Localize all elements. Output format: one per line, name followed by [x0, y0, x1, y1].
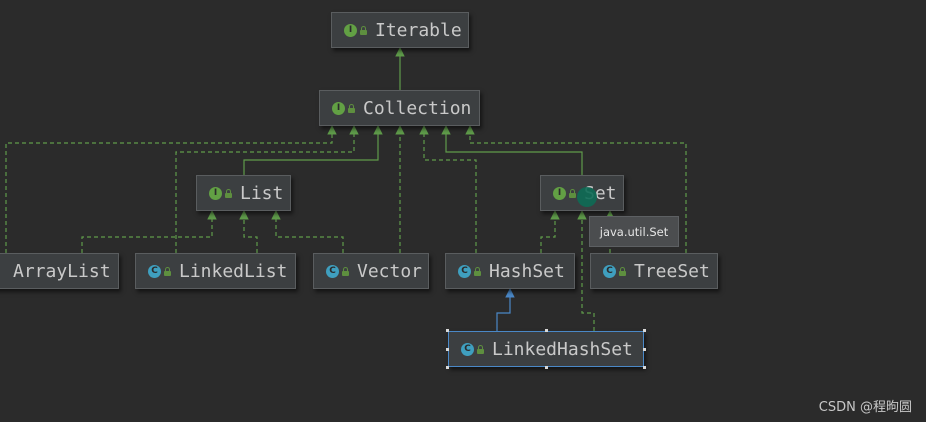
lock-icon: [360, 25, 367, 35]
node-label: Iterable: [375, 19, 462, 41]
node-hashset[interactable]: C HashSet: [445, 253, 575, 289]
node-label: LinkedHashSet: [492, 338, 633, 360]
edge-treeset-to-collection: [465, 125, 687, 253]
lock-icon: [342, 266, 349, 276]
interface-icon: I: [344, 23, 357, 37]
tooltip: java.util.Set: [589, 216, 679, 247]
node-treeset[interactable]: C TreeSet: [590, 253, 718, 289]
edge-list-to-collection: [243, 125, 383, 175]
interface-icon: I: [332, 101, 345, 115]
class-icon: C: [326, 264, 339, 278]
selection-handle[interactable]: [643, 366, 646, 369]
edge-linkedhashset-to-hashset: [496, 288, 515, 331]
edge-linkedlist-to-collection: [175, 125, 359, 253]
node-label: List: [240, 182, 284, 204]
tooltip-text: java.util.Set: [599, 224, 669, 239]
selection-handle[interactable]: [545, 366, 548, 369]
lock-icon: [225, 188, 232, 198]
lock-icon: [474, 266, 481, 276]
edge-arraylist-to-list: [81, 210, 217, 253]
edge-linkedlist-to-list: [239, 210, 258, 253]
node-label: ArrayList: [13, 260, 111, 282]
node-vector[interactable]: C Vector: [313, 253, 429, 289]
edge-set-to-collection: [441, 125, 583, 175]
class-icon: C: [461, 342, 474, 356]
node-iterable[interactable]: I Iterable: [331, 12, 469, 48]
interface-icon: I: [209, 186, 222, 200]
node-label: TreeSet: [634, 260, 710, 282]
edge-linkedhashset-to-set: [577, 210, 595, 331]
edge-arraylist-to-collection: [5, 125, 337, 253]
node-label: Collection: [363, 97, 472, 119]
node-arraylist[interactable]: ArrayList: [0, 253, 119, 289]
selection-handle[interactable]: [446, 348, 449, 351]
node-label: Vector: [357, 260, 423, 282]
mouse-cursor-highlight: [577, 187, 597, 207]
edge-vector-to-list: [271, 210, 344, 253]
class-icon: C: [603, 264, 616, 278]
node-label: HashSet: [489, 260, 565, 282]
class-icon: C: [458, 264, 471, 278]
watermark: CSDN @程昫圆: [818, 400, 912, 415]
node-collection[interactable]: I Collection: [319, 90, 480, 126]
selection-handle[interactable]: [545, 329, 548, 332]
selection-handle[interactable]: [446, 329, 449, 332]
interface-icon: I: [553, 186, 566, 200]
selection-handle[interactable]: [446, 366, 449, 369]
lock-icon: [477, 344, 484, 354]
lock-icon: [348, 103, 355, 113]
node-list[interactable]: I List: [196, 175, 291, 211]
edge-hashset-to-set: [540, 210, 560, 253]
edge-hashset-to-collection: [419, 125, 477, 253]
node-linkedlist[interactable]: C LinkedList: [135, 253, 296, 289]
lock-icon: [619, 266, 626, 276]
lock-icon: [569, 188, 576, 198]
selection-handle[interactable]: [643, 329, 646, 332]
lock-icon: [164, 266, 171, 276]
node-label: LinkedList: [179, 260, 288, 282]
node-linkedhashset[interactable]: C LinkedHashSet: [448, 331, 644, 367]
class-icon: C: [148, 264, 161, 278]
selection-handle[interactable]: [643, 348, 646, 351]
